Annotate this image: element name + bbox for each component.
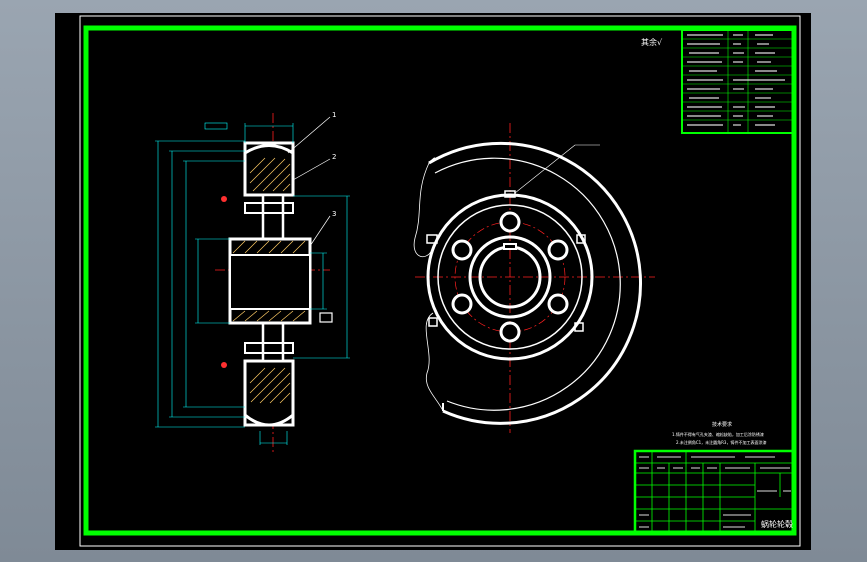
- web-outer-ring: [426, 193, 594, 361]
- part-tag-2: 2: [332, 153, 336, 161]
- keyway-detail: [319, 312, 333, 323]
- rim-bottom: [243, 359, 295, 427]
- flange-lower: [244, 342, 294, 354]
- title-block: 蜗轮轮毂: [633, 449, 796, 535]
- break-line-upper: [413, 162, 434, 258]
- drawing-canvas: 其余√: [79, 15, 801, 547]
- break-line-lower: [425, 312, 444, 412]
- bolt-holes: [451, 211, 569, 343]
- part-name: 蜗轮轮毂: [761, 519, 793, 529]
- note-line-1: 1.铸件不得有气孔夹渣、缩松缺陷，加工后涂防锈漆: [672, 431, 764, 437]
- note-line-2: 2.未注倒角C1，未注圆角R3，铸件不加工表面涂漆: [676, 439, 766, 445]
- outer-rim-arc: [428, 141, 642, 425]
- technical-notes: 技术要求 1.铸件不得有气孔夹渣、缩松缺陷，加工后涂防锈漆 2.未注倒角C1，未…: [672, 421, 766, 445]
- inner-rim-arc: [434, 157, 621, 411]
- part-tag-1: 1: [332, 111, 336, 119]
- web-lower: [261, 319, 285, 363]
- roughness-mark: 其余√: [641, 37, 663, 47]
- section-view: 1 2 3: [155, 111, 350, 453]
- drawing-frame: [83, 25, 797, 536]
- flange-upper: [244, 202, 294, 214]
- leader-lines: [287, 116, 331, 247]
- sheet-border: [79, 15, 801, 547]
- drawing-viewport[interactable]: 其余√: [55, 13, 811, 550]
- bolt-markers: [221, 196, 227, 368]
- part-tag-3: 3: [332, 210, 336, 218]
- notes-title: 技术要求: [712, 421, 732, 428]
- bore-keyway: [503, 243, 517, 250]
- dimension-lines: [155, 122, 350, 445]
- web-inner-ring: [437, 204, 583, 350]
- rim-top: [243, 141, 295, 197]
- hub-section: [228, 237, 312, 325]
- parameter-table: [681, 29, 795, 134]
- web-upper: [261, 193, 285, 241]
- hub-outer-circle: [468, 235, 552, 319]
- front-view: [413, 123, 655, 433]
